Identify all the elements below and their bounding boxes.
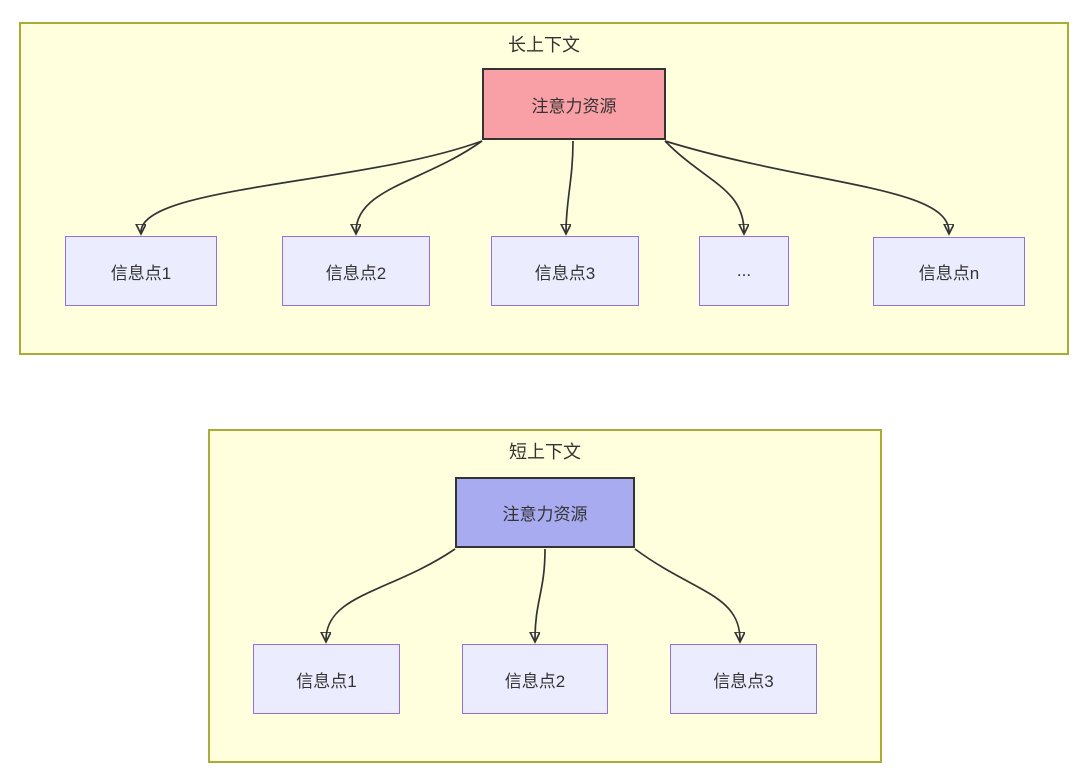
- long-info-point-ellipsis: ...: [699, 236, 789, 306]
- long-info-point-1: 信息点1: [65, 236, 217, 306]
- short-info-point-1: 信息点1: [253, 644, 400, 714]
- long-info-point-2: 信息点2: [282, 236, 430, 306]
- short-context-title: 短上下文: [509, 442, 581, 462]
- short-info-point-2: 信息点2: [462, 644, 608, 714]
- long-info-point-n: 信息点n: [873, 237, 1025, 306]
- long-info-point-3: 信息点3: [491, 236, 639, 306]
- long-context-title: 长上下文: [508, 35, 580, 55]
- short-info-point-3: 信息点3: [670, 644, 817, 714]
- long-attention-resource-node: 注意力资源: [482, 68, 666, 140]
- short-attention-resource-node: 注意力资源: [455, 477, 635, 548]
